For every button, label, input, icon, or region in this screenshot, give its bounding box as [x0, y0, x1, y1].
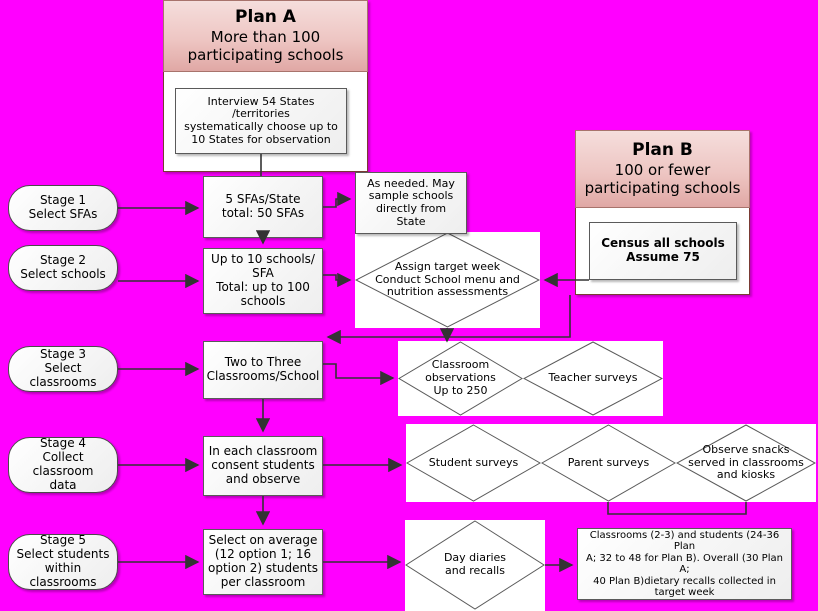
recalls-line3: 40 Plan B)dietary recalls collected in: [593, 575, 776, 587]
schools-line4: schools: [240, 293, 286, 308]
select-line4: per classroom: [220, 574, 306, 589]
recalls-line1: Classrooms (2-3) and students (24-36 Pla…: [589, 529, 780, 553]
sfa-line2: total: 50 SFAs: [221, 206, 305, 220]
plan-a-header: Plan A More than 100 participating schoo…: [163, 0, 368, 72]
schools-count-box[interactable]: Up to 10 schools/ SFA Total: up to 100 s…: [203, 248, 323, 314]
interview-states-line3: 10 States for observation: [191, 132, 331, 146]
stage-5-label-line1: Select students: [16, 547, 110, 562]
stage-3-pill[interactable]: Stage 3 Select classrooms: [8, 346, 118, 392]
edge-classrooms-to-observations: [323, 363, 395, 386]
census-all-schools-box[interactable]: Census all schools Assume 75: [589, 222, 737, 280]
recalls-line2: A; 32 to 48 for Plan B). Overall (30 Pla…: [586, 552, 783, 576]
parent-surveys-diamond[interactable]: Parent surveys: [541, 424, 676, 502]
edge-schools-to-assign: [323, 272, 352, 288]
stage-4-pill[interactable]: Stage 4 Collect classroom data: [8, 437, 118, 493]
select-line3: option 2) students: [208, 561, 319, 575]
recalls-summary-box[interactable]: Classrooms (2-3) and students (24-36 Pla…: [577, 528, 792, 600]
stage-3-number: Stage 3: [39, 347, 87, 362]
interview-states-line2: systematically choose up to: [184, 120, 338, 133]
classroom-observations-diamond[interactable]: Classroom observations Up to 250: [398, 341, 523, 416]
classrooms-line2: Classrooms/School: [206, 369, 320, 383]
survey-row-backdrop: [406, 424, 816, 502]
plan-b-header: Plan B 100 or fewer participating school…: [575, 130, 750, 208]
schools-line2: SFA: [252, 266, 274, 281]
stage-2-label: Select schools: [20, 267, 106, 281]
day-diaries-diamond[interactable]: Day diaries and recalls: [405, 520, 545, 610]
stage-1-pill[interactable]: Stage 1 Select SFAs: [8, 185, 118, 231]
plan-b-title: Plan B: [632, 140, 693, 161]
stage-1-label: Select SFAs: [28, 207, 98, 221]
as-needed-note-box[interactable]: As needed. May sample schools directly f…: [355, 172, 467, 234]
teacher-surveys-diamond[interactable]: Teacher surveys: [523, 341, 663, 416]
classroom-row-backdrop: [398, 341, 663, 416]
schools-line1: Up to 10 schools/: [211, 252, 315, 267]
plan-b-subtitle-line2: participating schools: [584, 179, 741, 198]
stage-2-number: Stage 2: [39, 253, 87, 268]
stage-3-label: Select classrooms: [29, 361, 97, 389]
plan-b-subtitle-line1: 100 or fewer: [614, 161, 711, 180]
select-students-box[interactable]: Select on average (12 option 1; 16 optio…: [203, 529, 323, 595]
edge-sfa-to-asneeded: [323, 191, 352, 208]
classrooms-per-school-box[interactable]: Two to Three Classrooms/School: [203, 341, 323, 399]
stage-4-label-line1: Collect classroom: [32, 450, 94, 478]
select-line1: Select on average: [208, 533, 318, 548]
observe-snacks-diamond[interactable]: Observe snacks served in classrooms and …: [676, 424, 816, 502]
recalls-line4: target week: [654, 587, 715, 598]
stage-4-label-line2: data: [49, 477, 77, 492]
classrooms-line1: Two to Three: [224, 355, 302, 370]
consent-line3: and observe: [225, 471, 301, 486]
interview-states-box[interactable]: Interview 54 States /territories systema…: [175, 88, 347, 154]
plan-a-subtitle-line2: participating schools: [187, 46, 344, 65]
interview-states-line1: Interview 54 States /territories: [207, 94, 315, 121]
plan-a-subtitle-line1: More than 100: [210, 28, 321, 47]
consent-students-box[interactable]: In each classroom consent students and o…: [203, 436, 323, 496]
census-line1: Census all schools: [601, 236, 725, 251]
stage-4-number: Stage 4: [39, 436, 87, 451]
as-needed-line1: As needed. May: [367, 176, 455, 190]
sfa-count-box[interactable]: 5 SFAs/State total: 50 SFAs: [203, 176, 323, 238]
as-needed-line2: sample schools: [368, 189, 454, 203]
stage-5-number: Stage 5: [39, 533, 87, 548]
schools-line3: Total: up to 100: [216, 280, 310, 294]
stage-5-pill[interactable]: Stage 5 Select students within classroom…: [8, 534, 118, 590]
stage-2-pill[interactable]: Stage 2 Select schools: [8, 245, 118, 291]
plan-a-title: Plan A: [235, 7, 296, 28]
stage-1-number: Stage 1: [39, 193, 87, 208]
day-diaries-backdrop: [405, 520, 545, 611]
select-line2: (12 option 1; 16: [214, 547, 312, 562]
sfa-line1: 5 SFAs/State: [225, 192, 301, 207]
census-line2: Assume 75: [626, 250, 700, 264]
consent-line1: In each classroom: [208, 444, 318, 459]
stage-5-label-line2: within classrooms: [29, 561, 97, 589]
assign-target-week-diamond[interactable]: Assign target week Conduct School menu a…: [355, 232, 540, 328]
consent-line2: consent students: [211, 458, 315, 473]
as-needed-line3: directly from State: [375, 202, 447, 228]
student-surveys-diamond[interactable]: Student surveys: [406, 424, 541, 502]
edge-surveys-bracket: [607, 502, 747, 515]
